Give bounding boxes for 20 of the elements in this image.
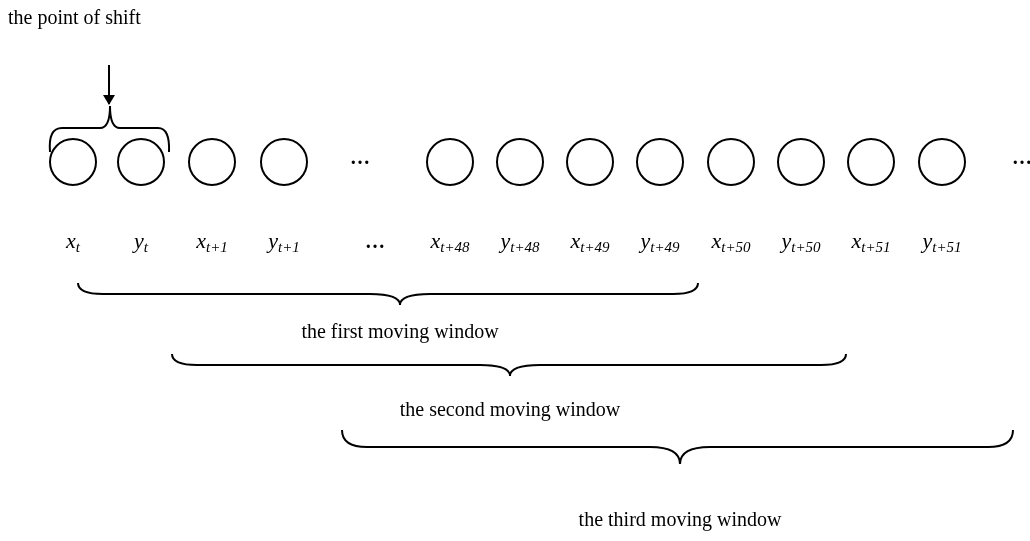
window-label: the second moving window bbox=[399, 398, 621, 421]
window-label: the third moving window bbox=[578, 508, 782, 531]
ellipsis: … bbox=[365, 230, 385, 253]
variable-label: y$_{t+48}$ bbox=[500, 228, 540, 254]
variable-label: y$_{t}$ bbox=[134, 228, 148, 254]
variable-label: y$_{t+51}$ bbox=[922, 228, 962, 254]
variable-label: y$_{t+1}$ bbox=[268, 228, 300, 254]
ellipsis: … bbox=[350, 146, 370, 169]
variable-label: x$_{t+1}$ bbox=[196, 228, 228, 254]
ellipsis: … bbox=[1012, 146, 1030, 169]
window-label: the first moving window bbox=[301, 320, 499, 343]
variable-label: x$_{t+51}$ bbox=[851, 228, 891, 254]
variable-label: x$_{t+50}$ bbox=[711, 228, 751, 254]
variable-label: x$_{t+48}$ bbox=[430, 228, 470, 254]
variable-label: y$_{t+49}$ bbox=[640, 228, 680, 254]
arrow bbox=[103, 64, 115, 105]
variable-label: y$_{t+50}$ bbox=[781, 228, 821, 254]
pointer-label: the point of shift bbox=[8, 6, 141, 29]
variable-label: x$_{t+49}$ bbox=[570, 228, 610, 254]
variable-label: x$_{t}$ bbox=[66, 228, 80, 254]
